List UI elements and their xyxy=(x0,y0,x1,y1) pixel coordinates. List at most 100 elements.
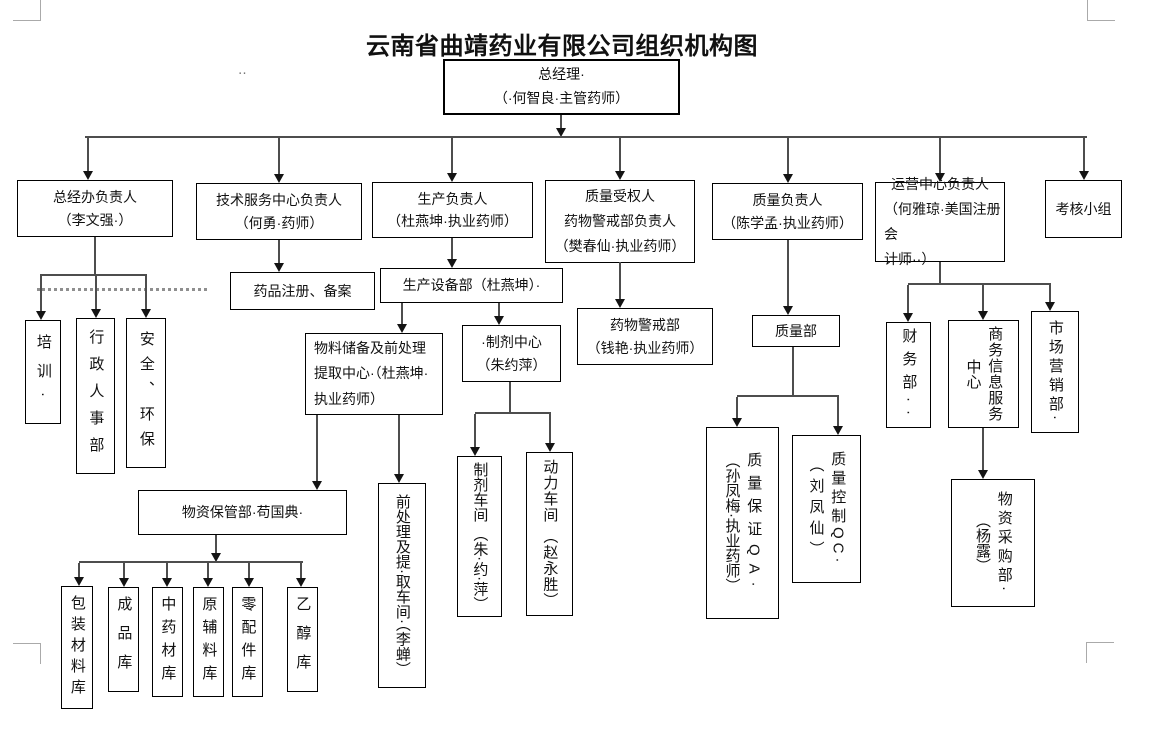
box-line: 生产设备部（杜燕坤）· xyxy=(402,277,541,294)
box-line: 成品库 xyxy=(115,596,133,683)
connector-arrow xyxy=(91,309,101,318)
box-line: 运营中心负责人 xyxy=(891,175,989,192)
box-line: （杜燕坤·执业药师） xyxy=(387,213,518,229)
dotted-connector xyxy=(37,288,207,291)
page-margin-mark-top-right xyxy=(1087,0,1115,21)
box-line: 药物警戒部 xyxy=(610,317,680,334)
connector-arrow xyxy=(203,578,213,587)
box-material-custody-dept: 物资保管部·苟国典· xyxy=(138,490,347,535)
box-line: 技术服务中心负责人 xyxy=(216,192,342,209)
connector xyxy=(939,138,941,173)
connector-arrow xyxy=(783,306,793,315)
box-quality-control-qc: 质量控制QC· （刘凤仙） xyxy=(792,435,861,583)
box-line: 物资保管部·苟国典· xyxy=(181,504,304,521)
connector xyxy=(79,561,303,563)
box-line: 总经办负责人 xyxy=(53,189,137,206)
connector-arrow xyxy=(162,578,172,587)
box-material-storage-pretreatment-center: 物料储备及前处理 提取中心·（杜燕坤· 执业药师） xyxy=(305,333,443,415)
box-line: （何雅琼·美国注册会 xyxy=(884,200,1001,242)
connector xyxy=(982,285,984,311)
connector xyxy=(451,138,453,173)
connector xyxy=(619,262,621,299)
box-tech-service-center-head: 技术服务中心负责人 （何勇·药师） xyxy=(196,183,362,240)
connector xyxy=(398,415,400,474)
connector xyxy=(474,414,476,447)
connector xyxy=(78,563,80,577)
box-line: 提取中心·（杜燕坤· xyxy=(314,365,429,382)
page-margin-mark-bottom-left xyxy=(13,643,41,664)
box-line: 原辅料库 xyxy=(200,596,218,688)
box-marketing-dept: 市场营销部· xyxy=(1031,311,1079,433)
connector xyxy=(1083,138,1085,171)
connector xyxy=(787,138,789,174)
connector xyxy=(560,115,562,129)
connector-arrow xyxy=(494,316,504,325)
box-line: （刘凤仙） xyxy=(807,456,825,562)
connector xyxy=(982,428,984,470)
box-quality-dept: 质量部 xyxy=(752,315,840,347)
box-line: 零配件库 xyxy=(239,596,257,688)
box-line: （陈学孟·执业药师） xyxy=(722,214,853,231)
connector xyxy=(939,262,941,284)
stray-dots-artifact: ‥ xyxy=(238,62,250,77)
box-ethanol-warehouse: 乙醇库 xyxy=(287,587,318,692)
box-line: 考核小组 xyxy=(1055,200,1112,217)
box-training: 培训· xyxy=(25,320,61,424)
box-line: （杨露） xyxy=(974,513,991,573)
box-drug-registration: 药品注册、备案 xyxy=(230,272,375,310)
page-margin-mark-top-left xyxy=(13,0,41,21)
box-power-workshop: 动力车间 （赵永胜） xyxy=(526,452,573,616)
box-line: ·制剂中心 xyxy=(481,334,542,351)
connector xyxy=(792,347,794,396)
connector-arrow xyxy=(1079,171,1089,180)
connector-arrow xyxy=(783,174,793,183)
connector xyxy=(40,274,147,276)
box-business-info-service-center: 商务信息服务 中心 xyxy=(948,320,1019,428)
connector xyxy=(549,414,551,443)
connector xyxy=(40,276,42,311)
connector-arrow xyxy=(141,309,151,318)
box-pretreatment-extraction-workshop: 前处理及提·取车间·（李蝉） xyxy=(378,483,426,688)
box-line: 财务部·· xyxy=(900,327,918,423)
connector xyxy=(248,563,250,578)
connector xyxy=(123,563,125,578)
connector-arrow xyxy=(394,474,404,483)
box-assessment-team: 考核小组 xyxy=(1045,180,1122,238)
box-general-manager: 总经理· （·何智良·主管药师） xyxy=(443,59,680,115)
connector xyxy=(401,303,403,324)
connector-arrow xyxy=(119,578,129,587)
box-line: 质量部 xyxy=(775,322,817,339)
box-general-office-head: 总经办负责人 （李文强·） xyxy=(17,180,173,237)
box-line: 药品注册、备案 xyxy=(253,282,352,299)
connector-arrow xyxy=(935,173,945,182)
box-formulation-center: ·制剂中心 （朱约萍） xyxy=(462,325,561,382)
connector-arrow xyxy=(274,174,284,183)
box-line: （何勇·药师） xyxy=(234,214,324,231)
box-line: 培训· xyxy=(34,333,52,411)
box-line: 包装材料库 xyxy=(68,595,86,700)
box-line: 制剂车间 （朱·约·萍） xyxy=(471,461,489,612)
connector xyxy=(87,138,89,171)
box-safety-environment: 安全、环保 xyxy=(126,318,166,468)
connector-arrow xyxy=(545,443,555,452)
connector xyxy=(736,397,738,418)
box-line: 执业药师） xyxy=(314,390,384,407)
box-line: （钱艳·执业药师） xyxy=(586,339,704,356)
connector xyxy=(278,138,280,174)
connector-arrow xyxy=(978,311,988,320)
connector xyxy=(300,563,302,578)
box-line: 药物警戒部负责人 xyxy=(564,212,676,229)
box-spare-parts-warehouse: 零配件库 xyxy=(232,587,263,697)
box-line: 质量受权人 xyxy=(585,187,655,204)
connector xyxy=(94,237,96,275)
box-pharmacovigilance-dept: 药物警戒部 （钱艳·执业药师） xyxy=(577,308,713,365)
box-line: 中药材库 xyxy=(159,596,177,688)
box-quality-authorized-person: 质量受权人 药物警戒部负责人 （樊春仙·执业药师） xyxy=(545,180,695,263)
connector xyxy=(451,238,453,259)
connector-arrow xyxy=(615,171,625,180)
box-line: 乙醇库 xyxy=(294,596,312,683)
connector xyxy=(1049,285,1051,302)
connector xyxy=(207,563,209,578)
box-production-head: 生产负责人 （杜燕坤·执业药师） xyxy=(372,182,533,238)
box-line: 中心 xyxy=(964,359,982,389)
